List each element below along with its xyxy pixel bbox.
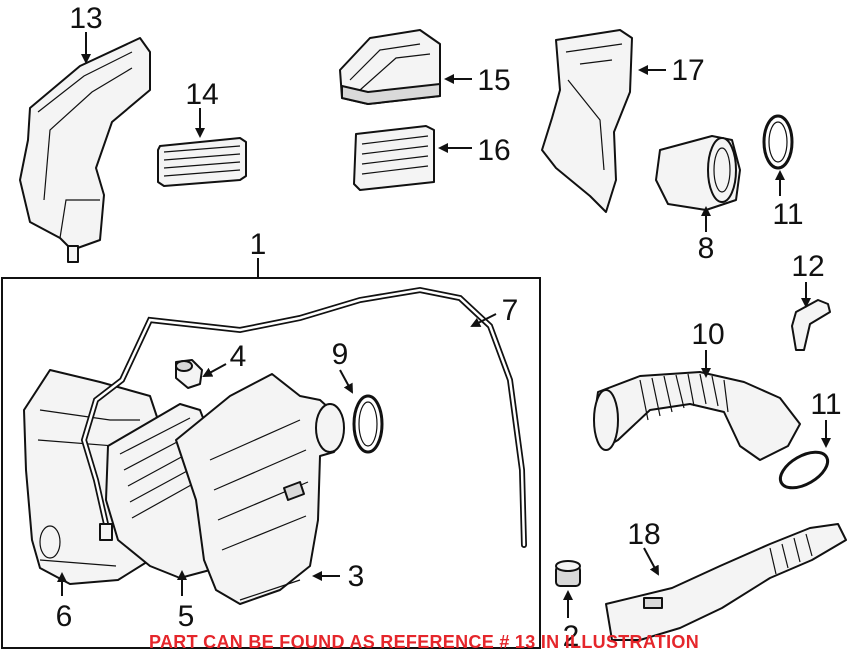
part-3-housing-upper	[175, 373, 345, 605]
callout-14: 14	[185, 78, 218, 111]
part-7-tube	[80, 286, 527, 548]
callout-6: 6	[56, 600, 73, 633]
callout-13: 13	[69, 2, 102, 35]
leader-9	[339, 369, 353, 394]
callout-10: 10	[691, 318, 724, 351]
part-11-clamp-upper	[762, 114, 794, 170]
callout-1: 1	[250, 228, 267, 261]
reference-note: PART CAN BE FOUND AS REFERENCE # 13 IN I…	[149, 632, 699, 652]
callout-11-upper: 11	[772, 198, 803, 231]
callout-18: 18	[627, 518, 660, 551]
part-10-hose	[593, 371, 801, 461]
assembly-frame	[1, 277, 541, 649]
callout-16: 16	[477, 134, 510, 167]
leader-4	[202, 363, 227, 377]
callout-2: 2	[563, 620, 580, 653]
part-16-element	[353, 125, 435, 191]
callout-9: 9	[332, 338, 349, 371]
part-15-cover	[339, 29, 441, 105]
part-9-seal	[352, 394, 384, 454]
callout-11-lower: 11	[810, 388, 841, 421]
callout-5: 5	[178, 600, 195, 633]
callout-8: 8	[698, 232, 715, 265]
part-17-duct	[541, 29, 633, 213]
callout-4: 4	[230, 340, 247, 373]
callout-7: 7	[502, 294, 519, 327]
leader-7	[470, 313, 497, 327]
part-11-clamp-lower	[778, 450, 830, 490]
callout-12: 12	[791, 250, 824, 283]
callout-3: 3	[348, 560, 365, 593]
part-18-hose	[605, 523, 847, 641]
callout-15: 15	[477, 64, 510, 97]
part-2-grommet	[555, 560, 581, 587]
part-13-intake-duct	[19, 37, 151, 263]
part-8-sensor	[655, 135, 741, 211]
part-12-connector	[791, 299, 831, 351]
callout-17: 17	[671, 54, 704, 87]
part-14-filter-pad	[157, 137, 247, 187]
leader-18	[643, 547, 659, 576]
part-4-sensor	[175, 359, 203, 389]
